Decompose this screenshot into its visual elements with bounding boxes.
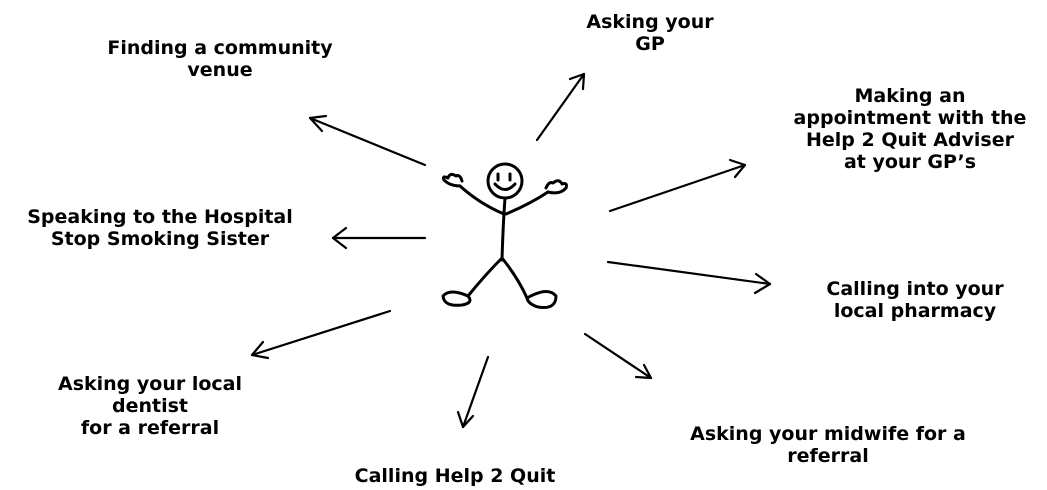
label-local-pharmacy: Calling into your local pharmacy (826, 278, 1004, 322)
arrow-to-local-dentist (250, 309, 392, 360)
arrow-to-local-pharmacy (606, 260, 772, 295)
label-calling-help2quit: Calling Help 2 Quit (354, 465, 556, 487)
label-midwife: Asking your midwife for a referral (690, 423, 966, 467)
label-help2quit-adviser: Making an appointment with the Help 2 Qu… (793, 85, 1027, 173)
label-asking-gp: Asking your GP (586, 11, 714, 55)
arrow-to-midwife (583, 332, 653, 380)
label-hospital-sister: Speaking to the Hospital Stop Smoking Si… (27, 206, 293, 250)
stick-figure-icon (441, 162, 568, 309)
arrow-to-hospital-sister (331, 226, 427, 250)
label-community-venue: Finding a community venue (107, 37, 333, 81)
arrow-to-calling-help2quit (456, 355, 490, 429)
arrow-to-asking-gp (535, 72, 586, 142)
label-local-dentist: Asking your local dentist for a referral (57, 373, 243, 439)
arrow-to-community-venue (308, 114, 427, 167)
arrow-to-help2quit-adviser (608, 158, 747, 213)
